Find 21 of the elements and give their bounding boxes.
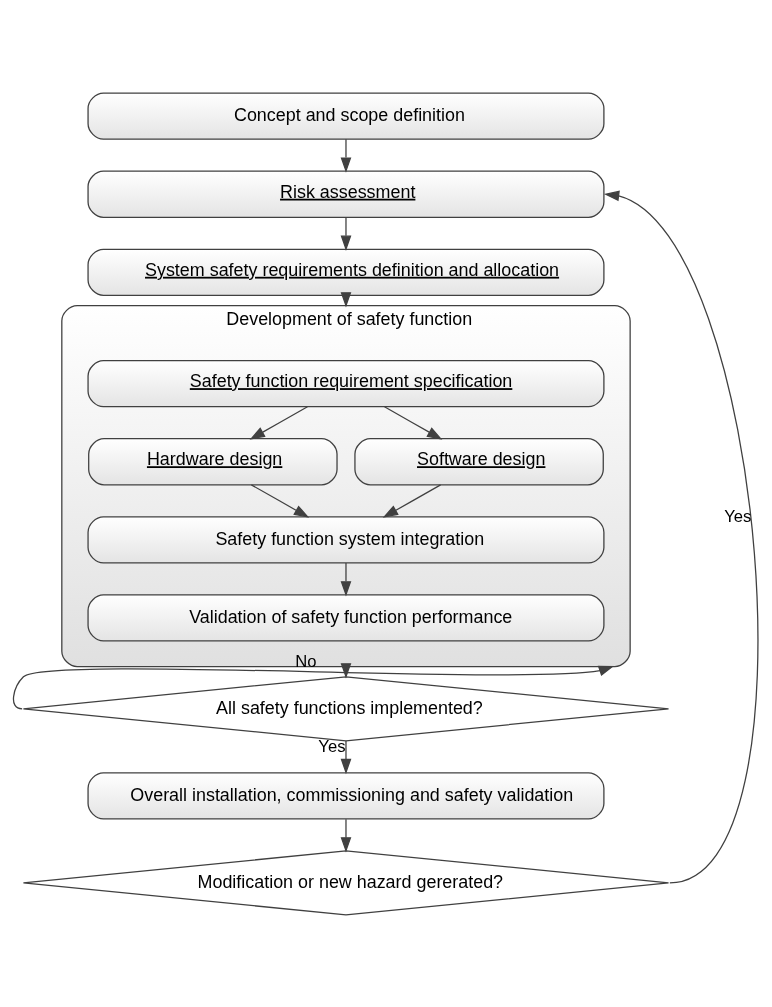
arrow (249, 405, 309, 440)
node-box: Risk assessment (87, 170, 605, 218)
node-box: Overall installation, commissioning and safety validation (87, 771, 605, 819)
arrow (340, 561, 352, 597)
arrow (340, 216, 352, 251)
arrow (250, 483, 310, 518)
node-box: Safety function system integration (87, 515, 605, 563)
node-box: Concept and scope definition (87, 92, 605, 140)
node-diamond: All safety functions implemented? (22, 675, 670, 741)
arrow (382, 483, 442, 518)
node-box: Safety function requirement specification (87, 359, 605, 407)
node-box: Hardware design (88, 437, 338, 485)
arrow (340, 739, 352, 774)
node-box: Software design (354, 437, 604, 485)
edge-label: Yes (724, 506, 752, 526)
arrow (603, 190, 759, 883)
node-box: Validation of safety function performance (87, 593, 605, 642)
arrow (340, 138, 352, 173)
arrow (383, 405, 443, 440)
node-diamond: Modification or new hazard gererated? (22, 849, 670, 916)
arrow (340, 818, 352, 853)
